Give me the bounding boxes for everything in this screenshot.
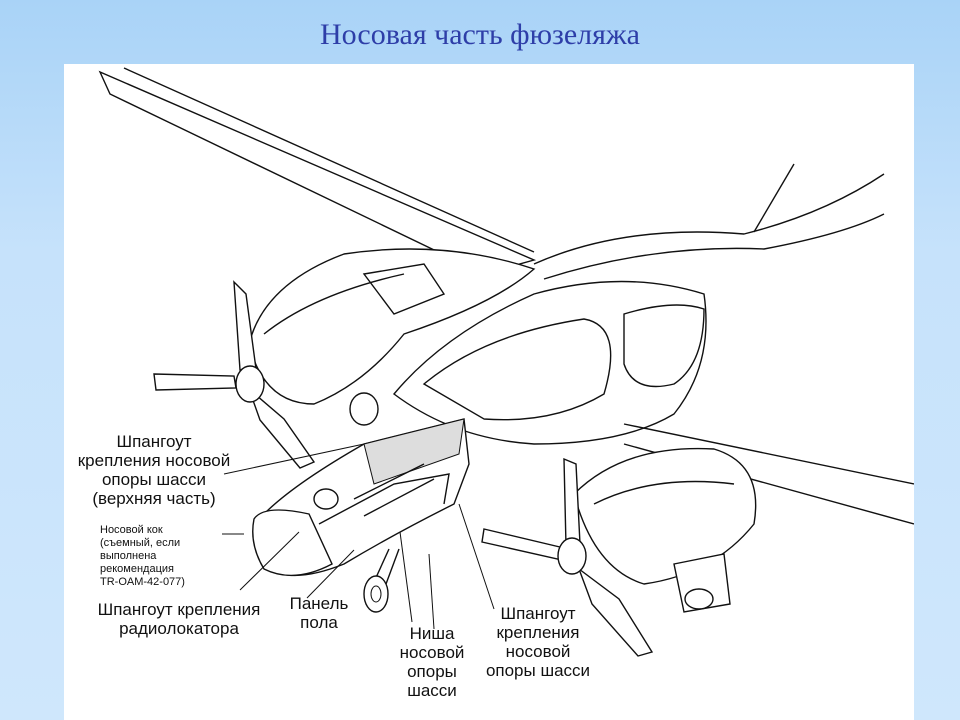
label-line: носовой xyxy=(505,642,571,662)
slide-title: Носовая часть фюзеляжа xyxy=(320,18,640,51)
label-line: Панель xyxy=(289,594,349,613)
aircraft-nose-drawing xyxy=(98,67,914,657)
label-frame-upper: Шпангоут крепления носовой опоры шасси (… xyxy=(74,432,234,508)
label-line: (съемный, если xyxy=(100,536,181,549)
label-line: Ниша xyxy=(409,624,455,643)
label-line: Носовой кок xyxy=(100,524,163,536)
diagram-panel: Шпангоут крепления носовой опоры шасси (… xyxy=(64,64,914,720)
label-line: пола xyxy=(300,613,338,633)
label-line: крепления xyxy=(496,623,580,643)
label-radar-frame: Шпангоут крепления радиолокатора xyxy=(84,600,274,638)
label-line: Шпангоут xyxy=(500,604,576,623)
label-line: (верхняя часть) xyxy=(92,489,216,509)
label-line: Шпангоут xyxy=(116,432,192,451)
label-gear-frame: Шпангоут крепления носовой опоры шасси xyxy=(468,604,608,680)
label-line: TR-OAM-42-077) xyxy=(100,575,185,588)
label-line: рекомендация xyxy=(100,562,174,575)
label-line: радиолокатора xyxy=(119,619,239,639)
label-line: выполнена xyxy=(100,549,157,562)
label-nose-cone: Носовой кок (съемный, если выполнена рек… xyxy=(100,524,230,589)
label-line: опоры шасси xyxy=(101,470,207,490)
label-line: шасси xyxy=(407,681,457,701)
label-gear-well: Ниша носовой опоры шасси xyxy=(382,624,482,700)
label-line: опоры шасси xyxy=(485,661,591,681)
label-line: крепления носовой xyxy=(77,451,231,471)
label-line: опоры xyxy=(407,662,457,682)
label-line: носовой xyxy=(399,643,465,663)
label-line: Шпангоут крепления xyxy=(97,600,261,619)
label-floor-panel: Панель пола xyxy=(274,594,364,632)
